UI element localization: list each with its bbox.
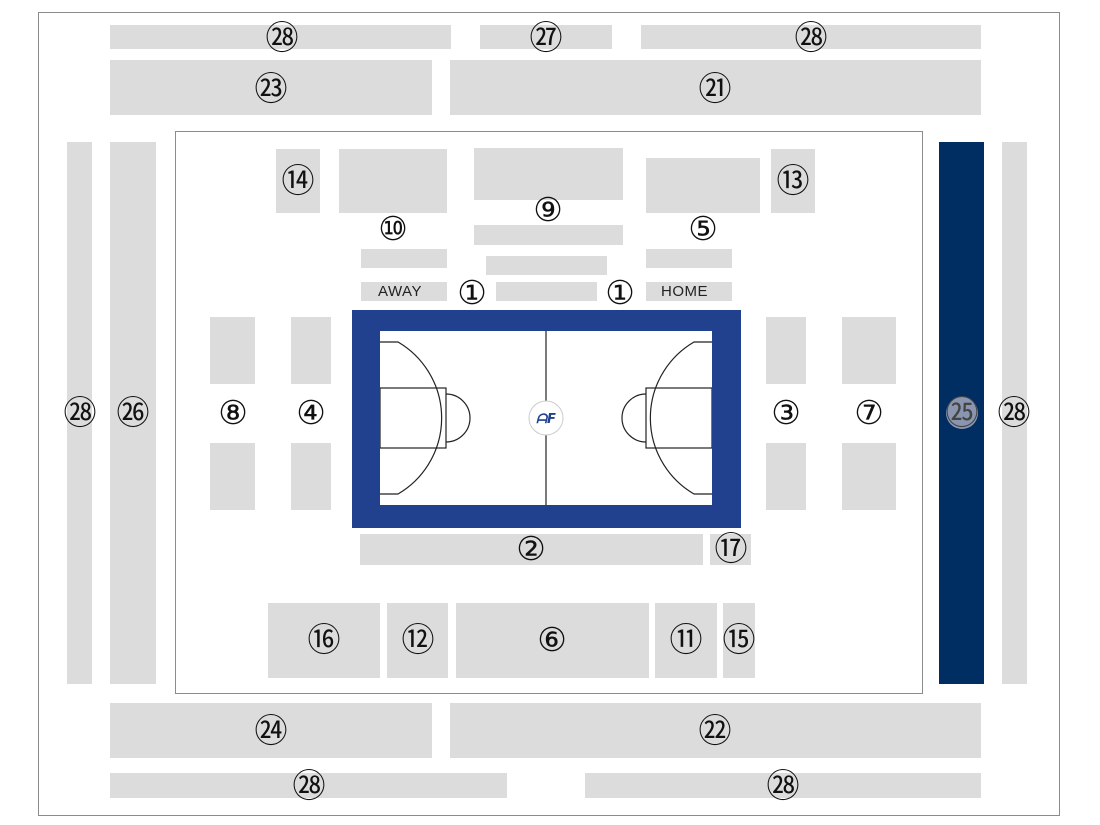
- venue-outer-frame: [38, 12, 1060, 816]
- block-number-1-home: ①: [605, 273, 635, 312]
- left-key: [380, 387, 447, 449]
- seat-block-1-away[interactable]: [361, 282, 447, 301]
- block-number-1-away: ①: [457, 273, 487, 312]
- right-key: [645, 387, 712, 449]
- seat-block-23[interactable]: [110, 60, 432, 115]
- seat-block-5-upper[interactable]: [646, 158, 760, 213]
- block-number-28-top-left: ㉘: [265, 18, 299, 57]
- seat-block-10-lower[interactable]: [361, 249, 447, 268]
- seat-block-28-top-right[interactable]: [641, 25, 981, 49]
- block-number-28-left: ㉘: [63, 393, 97, 432]
- seat-block-8-lower[interactable]: [210, 443, 255, 510]
- seat-block-16[interactable]: [268, 603, 380, 678]
- block-number-2: ②: [516, 529, 546, 568]
- block-number-13: ⑬: [776, 161, 810, 200]
- block-number-3: ③: [771, 393, 801, 432]
- left-three-point-arc: [380, 341, 443, 495]
- right-three-point-arc: [649, 341, 712, 495]
- block-number-17: ⑰: [714, 529, 748, 568]
- seat-block-9-lower[interactable]: [474, 225, 623, 245]
- seat-block-14[interactable]: [276, 149, 320, 213]
- seat-block-15[interactable]: [723, 603, 755, 678]
- seat-block-13[interactable]: [771, 149, 815, 213]
- seat-block-3-lower[interactable]: [766, 443, 806, 510]
- seat-block-11[interactable]: [655, 603, 717, 678]
- block-number-28-bottom-right: ㉘: [766, 766, 800, 805]
- seat-block-5-lower[interactable]: [646, 249, 732, 268]
- team-logo-icon: [528, 400, 564, 436]
- seat-block-27[interactable]: [480, 25, 612, 49]
- block-number-26: ㉖: [116, 393, 150, 432]
- seat-block-28-bottom-right[interactable]: [585, 773, 981, 798]
- block-number-7: ⑦: [854, 393, 884, 432]
- seat-block-17[interactable]: [710, 534, 751, 565]
- seat-block-1-home[interactable]: [646, 282, 732, 301]
- block-number-12: ⑫: [401, 620, 435, 659]
- seat-block-10-upper[interactable]: [339, 149, 447, 213]
- block-number-28-right: ㉘: [997, 393, 1031, 432]
- block-number-8: ⑧: [218, 393, 248, 432]
- highlight-number-circle: [946, 397, 978, 429]
- block-number-15: ⑮: [722, 620, 756, 659]
- arena-floor-frame: [175, 131, 923, 694]
- block-number-5: ⑤: [688, 209, 718, 248]
- block-number-11: ⑪: [669, 620, 703, 659]
- home-label: HOME: [661, 283, 708, 300]
- block-number-23: ㉓: [254, 69, 288, 108]
- seat-block-26[interactable]: [110, 142, 156, 684]
- seat-block-21[interactable]: [450, 60, 981, 115]
- block-number-25: ㉕: [945, 393, 979, 432]
- block-number-28-top-right: ㉘: [794, 18, 828, 57]
- block-number-10: ⑩: [378, 209, 408, 248]
- away-label: AWAY: [378, 283, 422, 300]
- seat-block-4-upper[interactable]: [291, 317, 331, 384]
- block-number-22: ㉒: [698, 711, 732, 750]
- seat-block-1-center[interactable]: [496, 282, 597, 301]
- seat-block-28-left[interactable]: [67, 142, 92, 684]
- seat-block-28-top-left[interactable]: [110, 25, 451, 49]
- block-number-9: ⑨: [533, 190, 563, 229]
- seat-block-center-row[interactable]: [486, 256, 607, 275]
- block-number-14: ⑭: [281, 161, 315, 200]
- seat-block-7-upper[interactable]: [842, 317, 896, 384]
- basketball-court-lines: ᗩF: [380, 331, 712, 505]
- seat-block-28-bottom-left[interactable]: [110, 773, 507, 798]
- seat-block-7-lower[interactable]: [842, 443, 896, 510]
- seat-block-6[interactable]: [456, 603, 649, 678]
- block-number-6: ⑥: [537, 620, 567, 659]
- block-number-16: ⑯: [307, 620, 341, 659]
- left-free-throw-arc: [445, 393, 471, 443]
- seat-block-3-upper[interactable]: [766, 317, 806, 384]
- block-number-21: ㉑: [698, 69, 732, 108]
- seat-block-4-lower[interactable]: [291, 443, 331, 510]
- seat-block-8-upper[interactable]: [210, 317, 255, 384]
- block-number-27: ㉗: [529, 18, 563, 57]
- seat-block-24[interactable]: [110, 703, 432, 758]
- seat-block-22[interactable]: [450, 703, 981, 758]
- seat-block-9-upper[interactable]: [474, 148, 623, 200]
- right-free-throw-arc: [621, 393, 647, 443]
- seat-block-2[interactable]: [360, 534, 703, 565]
- team-logo-mark: ᗩF: [536, 412, 556, 427]
- block-number-4: ④: [296, 393, 326, 432]
- seat-block-28-right[interactable]: [1002, 142, 1027, 684]
- seat-block-12[interactable]: [387, 603, 448, 678]
- block-number-24: ㉔: [254, 711, 288, 750]
- block-number-28-bottom-left: ㉘: [292, 766, 326, 805]
